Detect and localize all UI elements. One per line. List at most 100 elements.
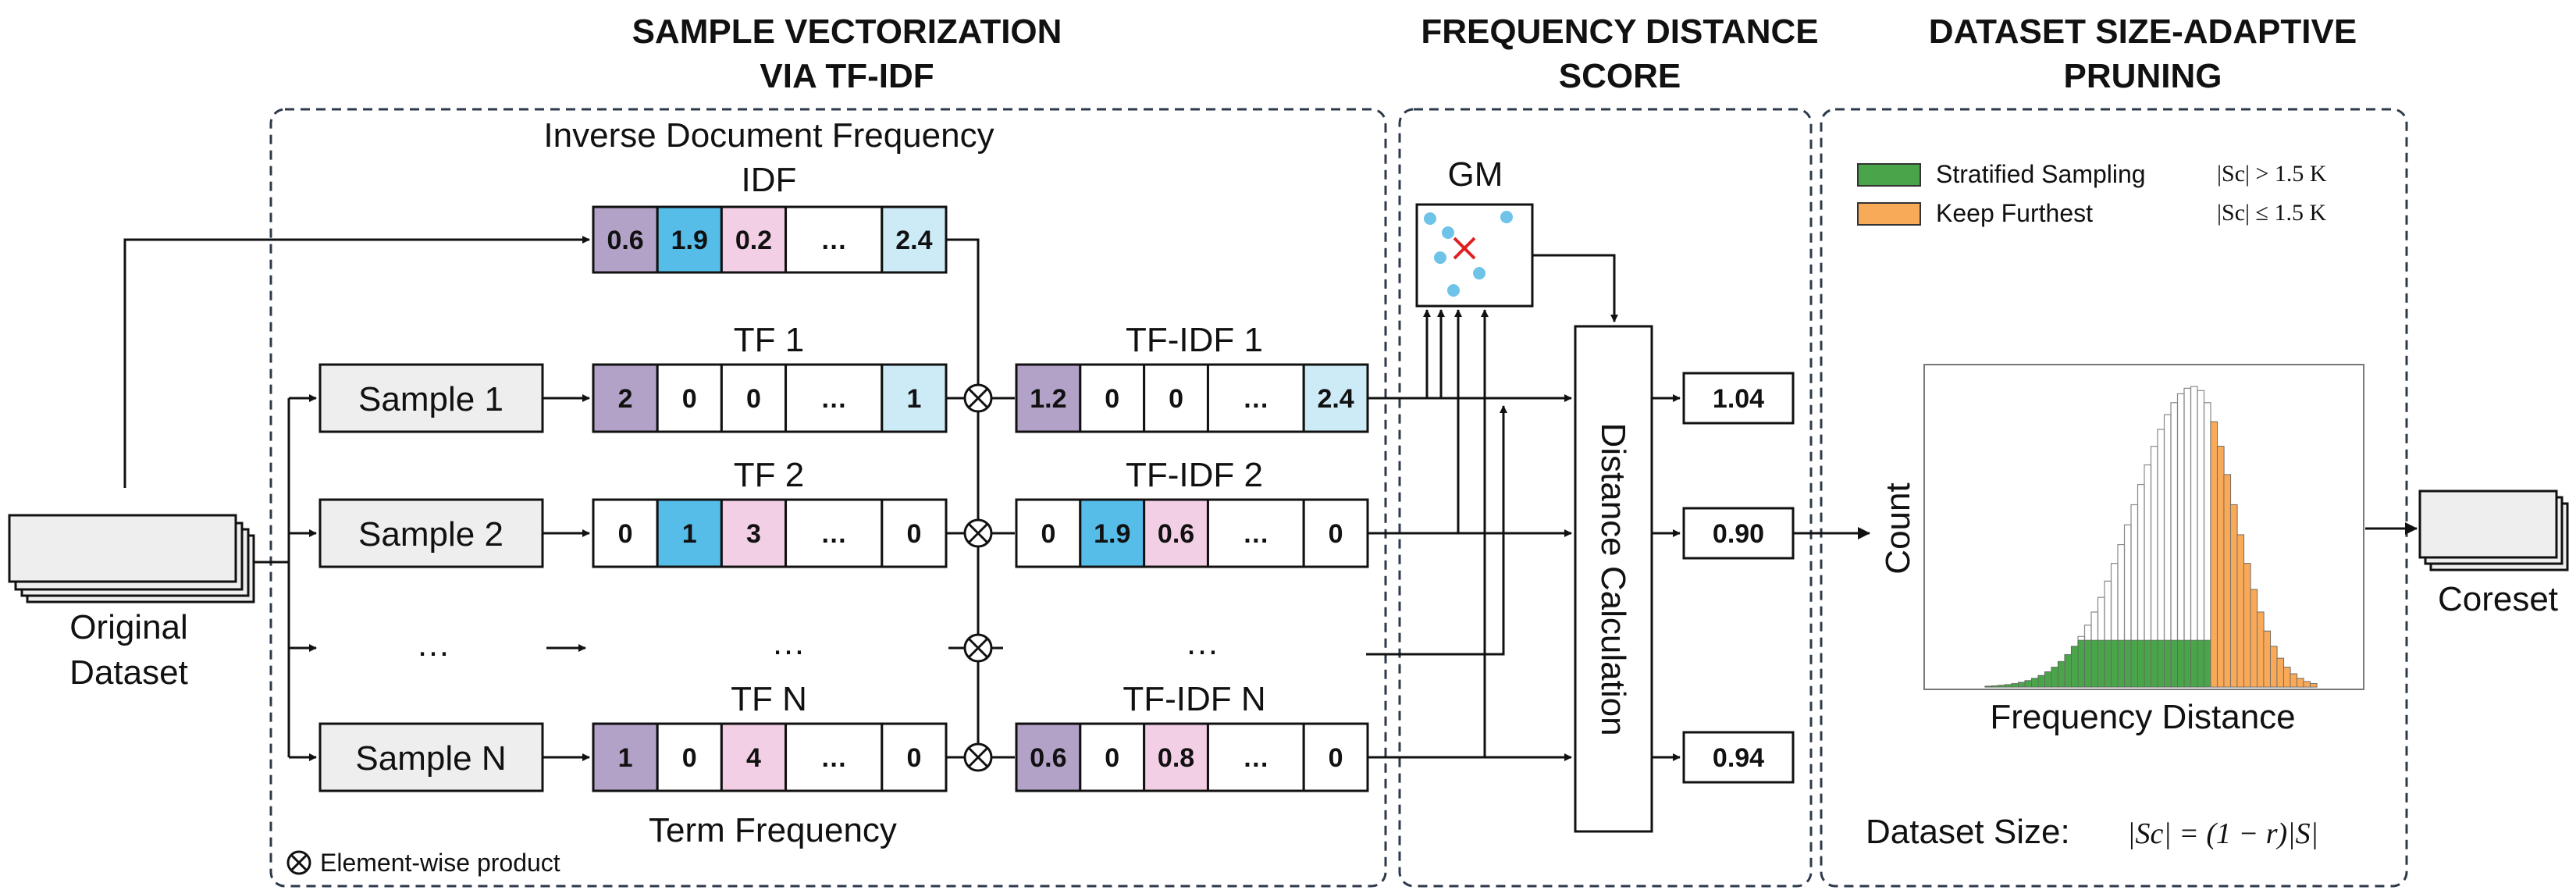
score-box: [1682, 731, 1795, 784]
histogram-bar-sampled: [2170, 639, 2178, 688]
histogram-bar-sampled: [2177, 639, 2185, 688]
score-value: 0.94: [1713, 743, 1764, 773]
histogram-bar-kept: [2243, 563, 2251, 688]
tfidf-cell-bg-1: [1079, 363, 1146, 433]
header-frequency-line1: FREQUENCY DISTANCE: [1421, 12, 1818, 51]
histogram-bar-kept: [2303, 681, 2311, 688]
tfidf-cell-3: …: [1243, 743, 1269, 773]
legend-furthest-cond: |Sc| ≤ 1.5 K: [2217, 200, 2326, 226]
arrow-gm-to-distance: [1532, 254, 1618, 322]
panel-frequency-distance: [1398, 108, 1813, 888]
tf-cell-3: …: [820, 519, 847, 549]
tf-cell-2: 0: [746, 384, 761, 414]
histogram-bar-sampled: [2071, 646, 2079, 688]
score-value: 0.90: [1713, 519, 1764, 549]
histogram-bar-sampled: [2051, 667, 2058, 688]
legend-stratified-label: Stratified Sampling: [1936, 160, 2146, 188]
tf-cell-bg-4: [881, 498, 948, 568]
sample-label: Sample 2: [358, 515, 503, 554]
tfidf-cell-bg-2: [1143, 498, 1209, 568]
histogram-xlabel: Frequency Distance: [1990, 698, 2295, 736]
idf-cell-bg-4: [881, 205, 948, 274]
histogram-bar-sampled: [2044, 671, 2052, 688]
histogram-bar-sampled: [1991, 685, 1999, 688]
histogram-bar-kept: [2283, 667, 2291, 688]
original-dataset-label-line2: Dataset: [69, 653, 188, 692]
idf-cell-3: …: [820, 226, 847, 255]
tfidf-cell-0: 1.2: [1030, 384, 1066, 414]
tfidf-cell-bg-4: [1302, 722, 1369, 792]
histogram-bar-kept: [2223, 474, 2231, 688]
coreset-label: Coreset: [2438, 580, 2558, 618]
sample-label: Sample 1: [358, 380, 503, 418]
histogram-bar-kept: [2276, 657, 2284, 688]
histogram-bar-sampled: [2124, 639, 2132, 688]
tfidf-cell-4: 0: [1329, 743, 1343, 773]
gm-centroid-x-icon: [1453, 237, 1476, 260]
tf-cell-2: 3: [746, 519, 761, 549]
histogram-bar-kept: [2257, 611, 2265, 688]
tfidf-cell-bg-3: [1206, 722, 1305, 792]
tf-cell-bg-3: [785, 722, 884, 792]
tf-cell-bg-1: [656, 363, 723, 433]
histogram-ylabel: Count: [1879, 482, 1917, 574]
tf-cell-1: 1: [682, 519, 697, 549]
histogram-bar-sampled: [2144, 639, 2151, 688]
histogram-bar-sampled: [2005, 684, 2012, 688]
histogram-bar-sampled: [2204, 639, 2211, 688]
histogram-bar-kept: [2217, 446, 2225, 688]
multiply-operator: [963, 383, 993, 413]
tfidf-cell-2: 0: [1169, 384, 1183, 414]
tf-cell-bg-0: [592, 722, 659, 792]
idf-cell-0: 0.6: [607, 226, 643, 255]
tfidf-cell-bg-1: [1079, 498, 1146, 568]
tf-cell-bg-1: [656, 722, 723, 792]
histogram-bar-sampled: [2084, 639, 2092, 688]
tfidf-cell-1: 1.9: [1094, 519, 1130, 549]
sample-box: [318, 498, 544, 568]
sample-box: [318, 363, 544, 433]
tfidf-cell-0: 0: [1041, 519, 1055, 549]
tf-cell-bg-0: [592, 498, 659, 568]
score-box: [1682, 372, 1795, 425]
gm-label: GM: [1448, 155, 1503, 194]
tf-cell-3: …: [820, 384, 847, 414]
tf-cell-4: 0: [906, 519, 921, 549]
idf-cell-4: 2.4: [895, 226, 932, 255]
tf-label: TF 2: [734, 456, 804, 494]
legend-furthest-swatch: [1857, 202, 1921, 226]
tf-cell-1: 0: [682, 743, 697, 773]
score-value: 1.04: [1713, 384, 1764, 414]
tfidf-cell-bg-0: [1015, 722, 1082, 792]
histogram-bar-kept: [2310, 683, 2318, 688]
tf-cell-0: 1: [618, 743, 633, 773]
tf-cell-2: 4: [746, 743, 761, 773]
tfidf-cell-4: 2.4: [1317, 384, 1354, 414]
tf-cell-0: 2: [618, 384, 633, 414]
histogram-bar-sampled: [2090, 639, 2098, 688]
histogram-bar-sampled: [2058, 661, 2065, 688]
gm-box: [1415, 203, 1534, 308]
tfidf-cell-bg-4: [1302, 363, 1369, 433]
histogram-bar-sampled: [2190, 639, 2198, 688]
histogram-bar-sampled: [2111, 639, 2119, 688]
tf-label: TF N: [731, 680, 807, 718]
coreset-stack: [2418, 490, 2569, 571]
tfidf-label: TF-IDF 1: [1126, 321, 1263, 359]
header-vectorization-line2: VIA TF-IDF: [760, 57, 934, 95]
idf-cell-bg-2: [720, 205, 788, 274]
sample-box: [318, 722, 544, 792]
multiply-operator-ellipsis: [963, 633, 993, 663]
histogram-bar-sampled: [2137, 639, 2145, 688]
header-pruning-line1: DATASET SIZE-ADAPTIVE: [1929, 12, 2357, 51]
tf-cell-bg-0: [592, 363, 659, 433]
term-frequency-label: Term Frequency: [649, 811, 897, 849]
header-pruning-line2: PRUNING: [2064, 57, 2222, 95]
histogram-bar-kept: [2297, 678, 2304, 688]
panel-pruning: [1820, 108, 2408, 888]
histogram-bar-kept: [2263, 630, 2271, 688]
header-vectorization-line1: SAMPLE VECTORIZATION: [632, 12, 1062, 51]
histogram-bar-sampled: [2104, 639, 2112, 688]
idf-cell-1: 1.9: [671, 226, 708, 255]
